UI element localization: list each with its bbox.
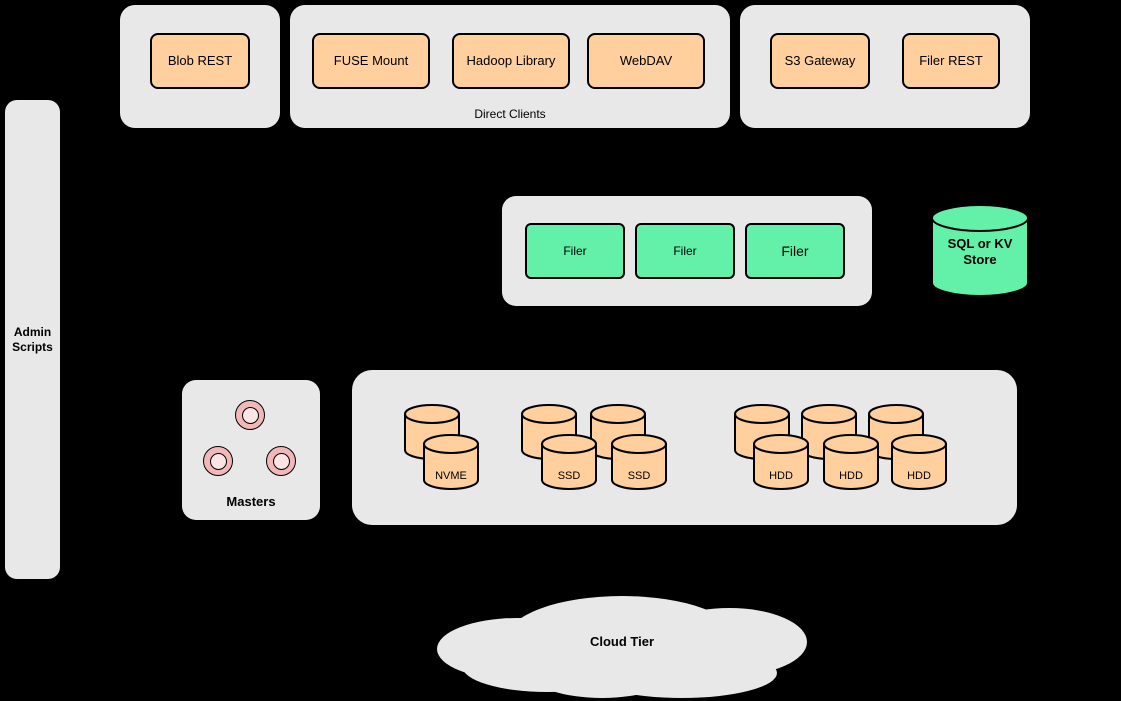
filer-node-2: Filer <box>635 223 735 279</box>
cylinder-icon <box>753 433 809 491</box>
cylinder-icon <box>823 433 879 491</box>
webdav-node: WebDAV <box>587 33 705 89</box>
gateway-group: S3 Gateway Filer REST <box>740 5 1030 128</box>
hdd-disk-2: HDD <box>822 433 880 491</box>
disk-label: SSD <box>627 470 651 482</box>
fuse-mount-node: FUSE Mount <box>312 33 430 89</box>
cylinder-icon <box>611 433 667 491</box>
filer-node-1: Filer <box>525 223 625 279</box>
master-node-circle-3 <box>266 446 296 476</box>
ssd-disk-2: SSD <box>610 433 668 491</box>
masters-group: Masters <box>182 380 320 520</box>
direct-clients-label: Direct Clients <box>474 107 546 121</box>
admin-scripts-label: Admin Scripts <box>12 324 53 354</box>
direct-clients-group: FUSE Mount Hadoop Library WebDAV Direct … <box>290 5 730 128</box>
sql-kv-store-label: SQL or KV Store <box>947 236 1013 268</box>
cylinder-icon <box>423 433 479 491</box>
sql-kv-store-cylinder: SQL or KV Store <box>930 203 1030 298</box>
admin-scripts-panel: Admin Scripts <box>5 100 60 579</box>
disk-label: HDD <box>907 470 931 482</box>
master-node-inner-circle <box>209 452 227 470</box>
filer-cluster-group: Filer Filer Filer <box>502 196 872 306</box>
cylinder-icon <box>891 433 947 491</box>
filer-node-3: Filer <box>745 223 845 279</box>
volume-servers-group: NVME SSD SSD <box>352 370 1017 525</box>
hdd-disk-3: HDD <box>890 433 948 491</box>
disk-label: HDD <box>839 470 863 482</box>
masters-label: Masters <box>226 494 276 509</box>
blob-rest-group: Blob REST <box>120 5 280 128</box>
master-node-inner-circle <box>272 452 290 470</box>
hdd-disk-1: HDD <box>752 433 810 491</box>
cloud-ellipse <box>532 650 672 698</box>
disk-label: HDD <box>769 470 793 482</box>
filer-rest-node: Filer REST <box>902 33 1000 89</box>
cloud-tier-shape: Cloud Tier <box>437 588 807 700</box>
cylinder-icon <box>541 433 597 491</box>
master-node-inner-circle <box>241 406 259 424</box>
nvme-disk: NVME <box>422 433 480 491</box>
disk-label: SSD <box>557 470 581 482</box>
s3-gateway-node: S3 Gateway <box>770 33 870 89</box>
master-node-circle-2 <box>203 446 233 476</box>
blob-rest-node: Blob REST <box>150 33 250 89</box>
master-node-circle-1 <box>235 400 265 430</box>
cloud-tier-label: Cloud Tier <box>589 634 655 649</box>
disk-label: NVME <box>435 470 467 482</box>
database-icon <box>931 203 1029 298</box>
hadoop-library-node: Hadoop Library <box>452 33 570 89</box>
ssd-disk-1: SSD <box>540 433 598 491</box>
